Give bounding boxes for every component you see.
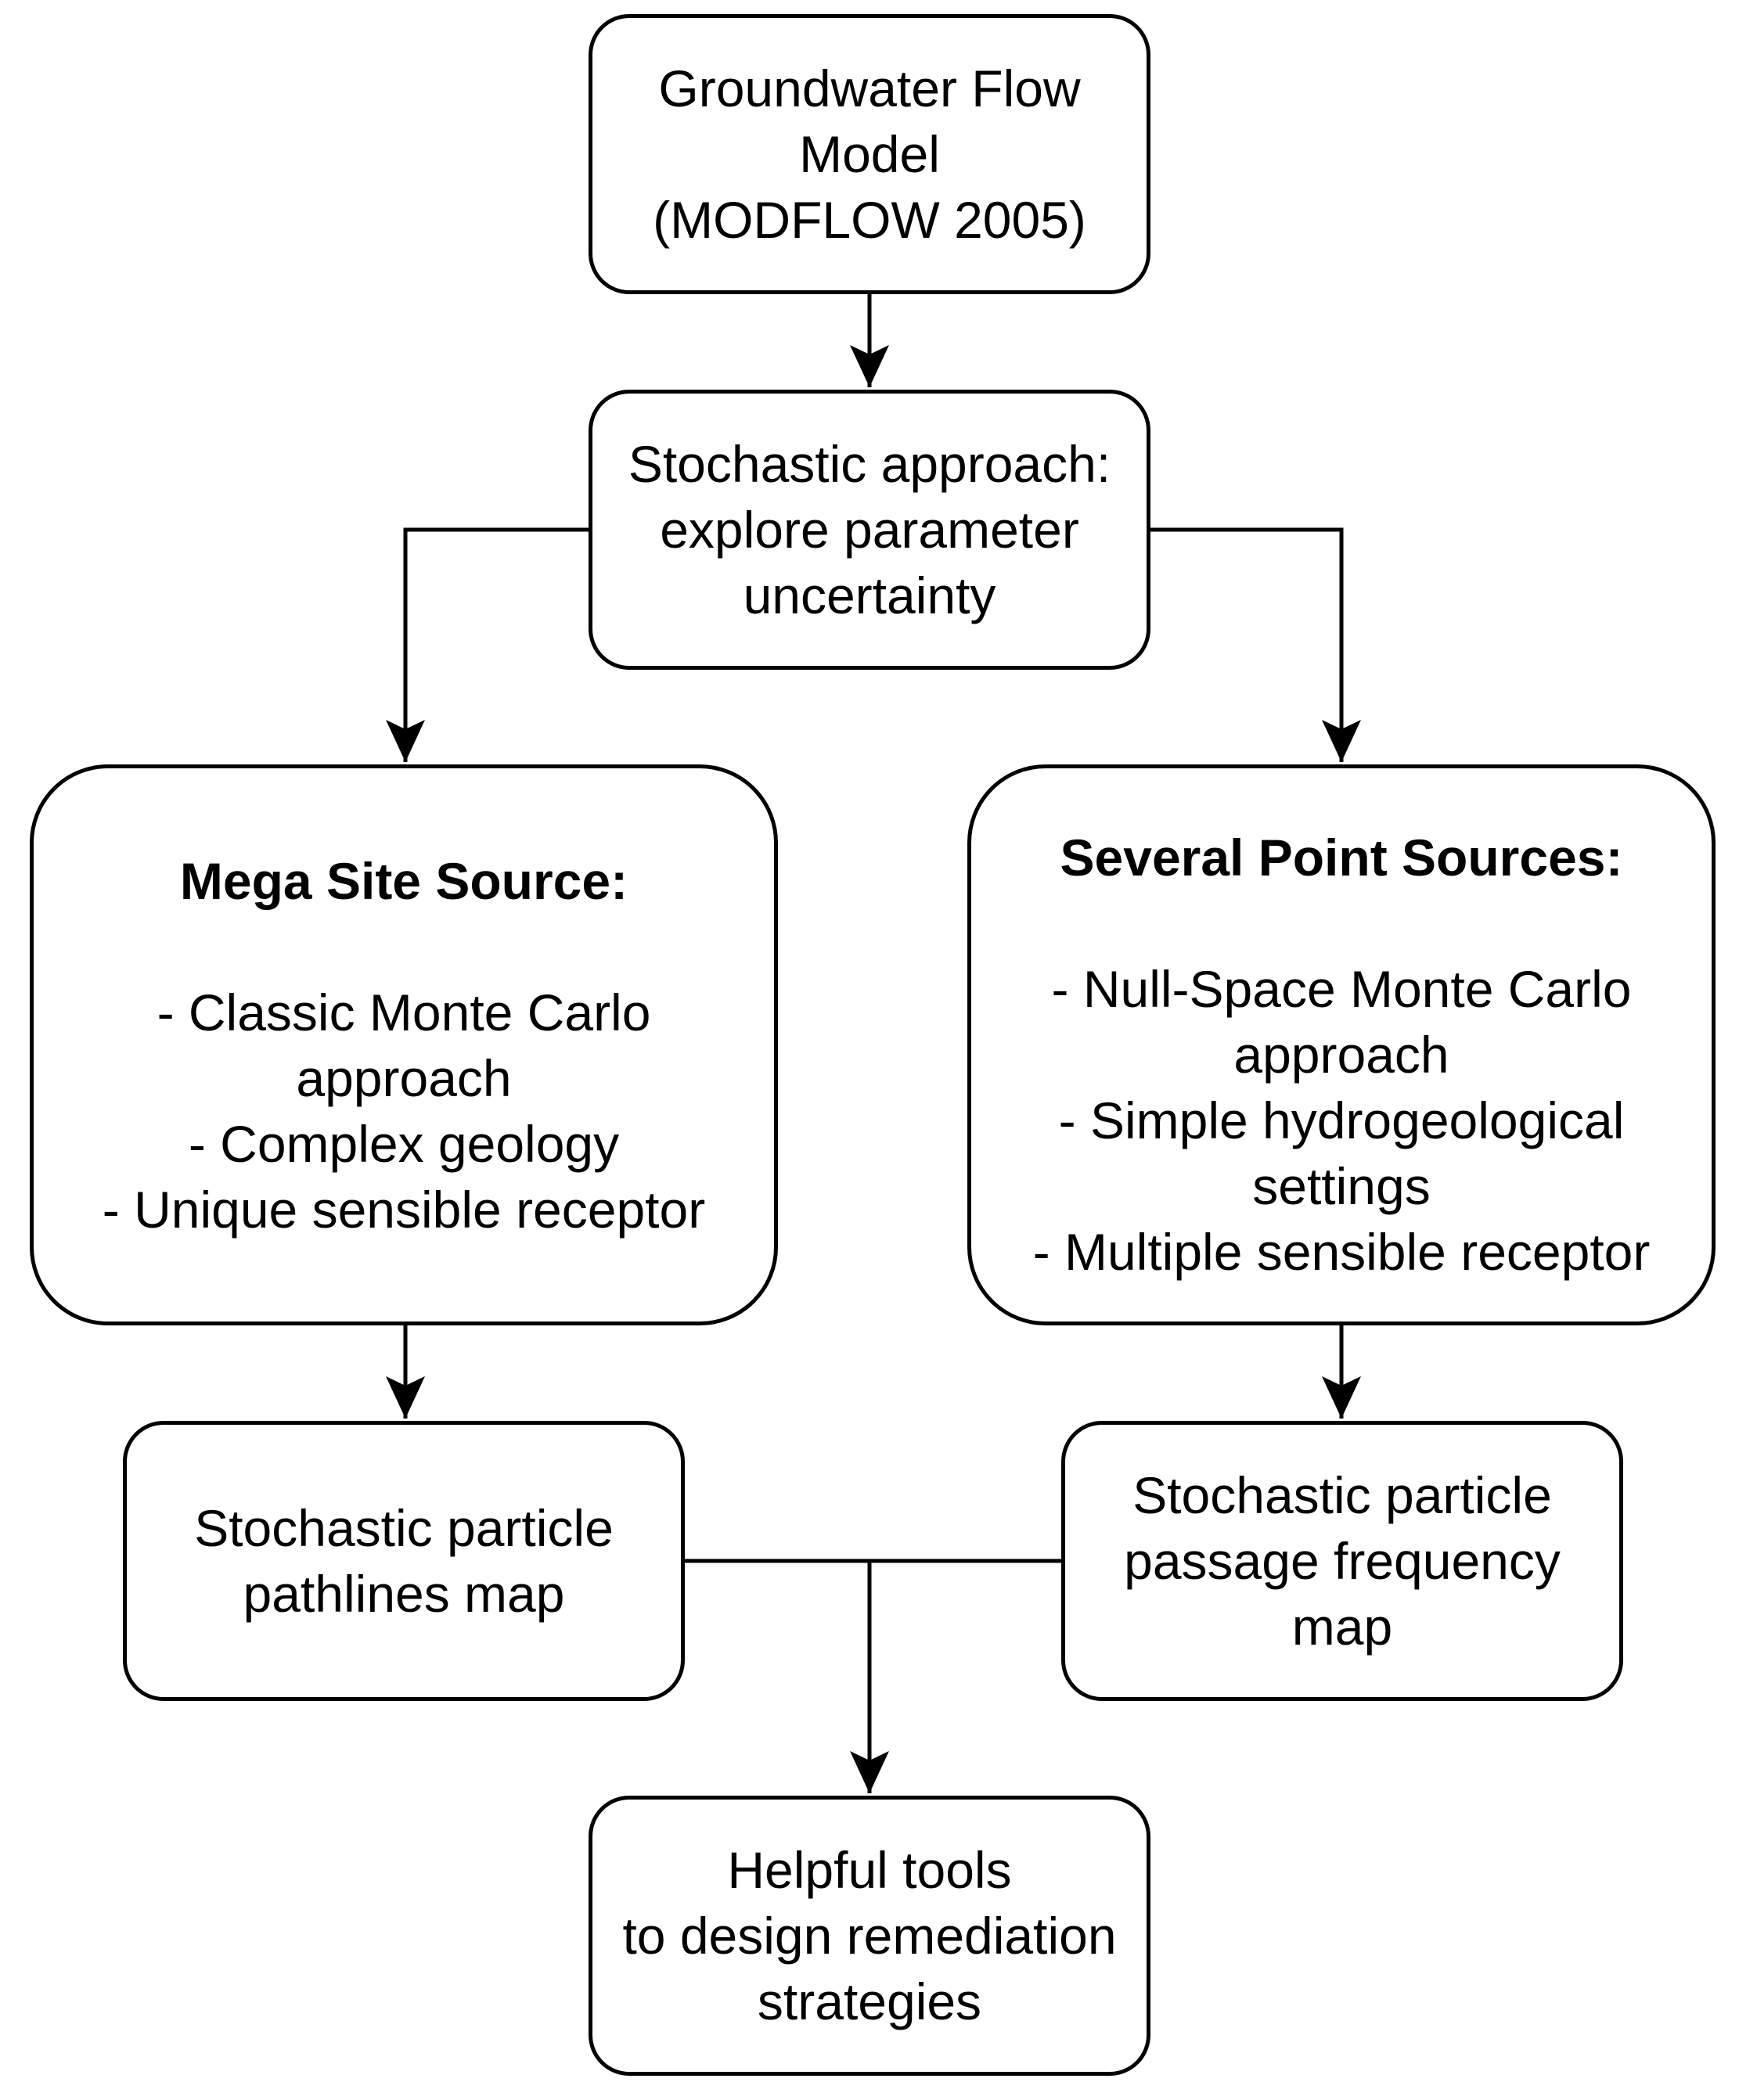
several-point-sources-line-5: - Multiple sensible receptor xyxy=(1032,1223,1651,1281)
passage-frequency-map-line-2: passage frequency xyxy=(1124,1532,1561,1590)
pathlines-map-box: Stochastic particle pathlines map xyxy=(123,1421,685,1701)
helpful-tools-box: Helpful tools to design remediation stra… xyxy=(589,1796,1150,2076)
mega-site-source-line-4: - Unique sensible receptor xyxy=(102,1180,706,1239)
passage-frequency-map-line-3: map xyxy=(1291,1598,1393,1656)
mega-site-source-box: Mega Site Source: - Classic Monte Carlo … xyxy=(30,764,778,1325)
mega-site-source-line-1: - Classic Monte Carlo xyxy=(157,983,651,1041)
passage-frequency-map-line-1: Stochastic particle xyxy=(1132,1466,1552,1524)
several-point-sources-line-3: - Simple hydrogeological xyxy=(1058,1091,1625,1149)
several-point-sources-line-1: - Null-Space Monte Carlo xyxy=(1051,960,1632,1018)
groundwater-flow-model-line-2: Model xyxy=(799,125,940,183)
arrow-stochastic-to-several-point xyxy=(1150,527,1361,762)
groundwater-flow-model-line-3: (MODFLOW 2005) xyxy=(653,191,1086,249)
pathlines-map-line-1: Stochastic particle xyxy=(194,1499,614,1557)
helpful-tools-line-2: to design remediation xyxy=(622,1907,1117,1965)
passage-frequency-map-box: Stochastic particle passage frequency ma… xyxy=(1061,1421,1623,1701)
pathlines-map-line-2: pathlines map xyxy=(243,1565,565,1623)
mega-site-source-line-3: - Complex geology xyxy=(188,1114,620,1173)
mega-site-source-title: Mega Site Source: xyxy=(179,851,628,910)
several-point-sources-title: Several Point Sources: xyxy=(1060,829,1623,886)
several-point-sources-box: Several Point Sources: - Null-Space Mont… xyxy=(967,764,1716,1325)
helpful-tools-line-3: strategies xyxy=(757,1972,982,2030)
groundwater-flow-model-box: Groundwater Flow Model (MODFLOW 2005) xyxy=(589,14,1150,294)
stochastic-approach-line-2: explore parameter xyxy=(660,501,1079,559)
several-point-sources-line-2: approach xyxy=(1233,1026,1449,1084)
helpful-tools-line-1: Helpful tools xyxy=(727,1841,1012,1899)
several-point-sources-line-4: settings xyxy=(1252,1157,1431,1215)
stochastic-approach-line-3: uncertainty xyxy=(743,566,996,624)
stochastic-approach-line-1: Stochastic approach: xyxy=(628,435,1111,493)
mega-site-source-line-2: approach xyxy=(296,1048,512,1107)
groundwater-flow-model-line-1: Groundwater Flow xyxy=(658,59,1081,117)
stochastic-approach-box: Stochastic approach: explore parameter u… xyxy=(589,390,1150,670)
arrow-stochastic-to-mega-site xyxy=(386,527,589,762)
